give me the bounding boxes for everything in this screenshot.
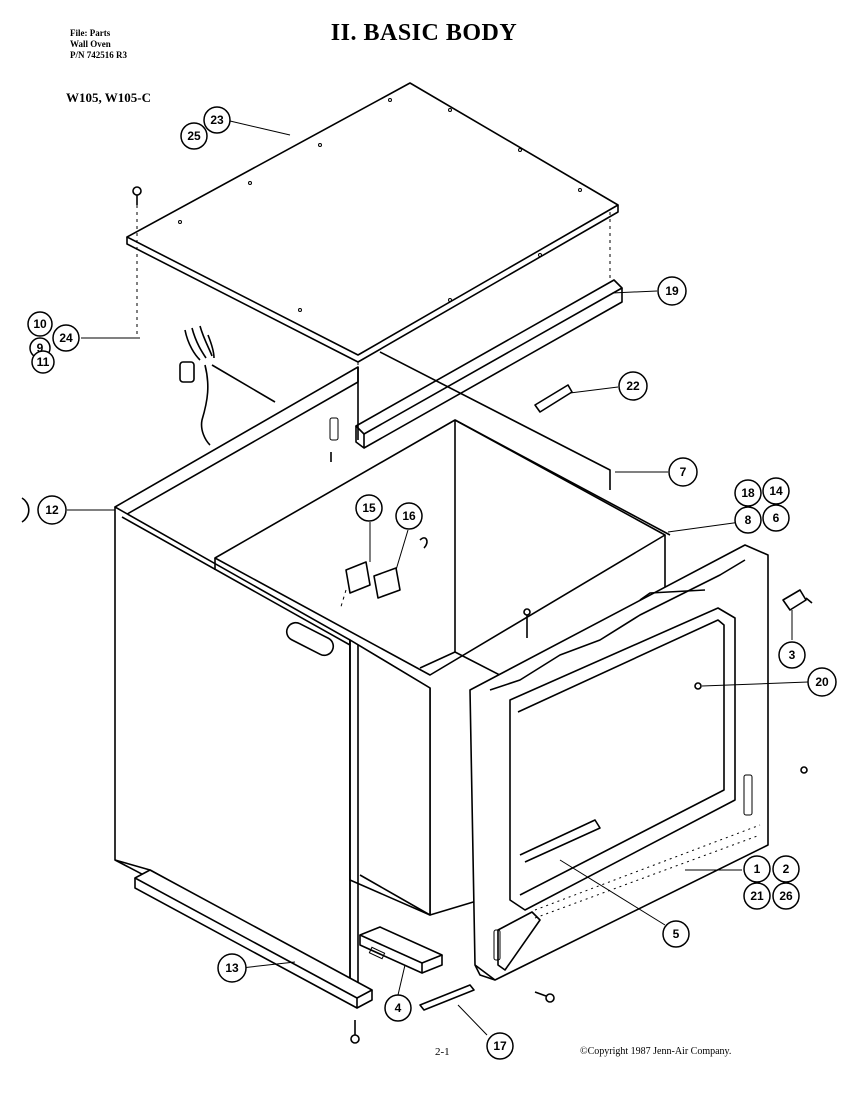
svg-text:15: 15 (362, 501, 376, 515)
screw-part (350, 1020, 360, 1044)
callout-1: 1 (743, 855, 771, 883)
callout-4: 4 (384, 994, 412, 1022)
callout-25: 25 (180, 122, 208, 150)
model-numbers: W105, W105-C (66, 90, 151, 105)
clipped-callout-fragment (21, 497, 30, 523)
callout-7: 7 (668, 457, 698, 487)
callout-22: 22 (618, 371, 648, 401)
callout-19: 19 (657, 276, 687, 306)
svg-text:8: 8 (745, 513, 752, 527)
callout-10: 10 (27, 311, 53, 337)
screw-part (800, 766, 808, 774)
svg-text:6: 6 (773, 511, 780, 525)
svg-text:13: 13 (225, 961, 239, 975)
callout-12: 12 (37, 495, 67, 525)
callout-14: 14 (762, 477, 790, 505)
svg-text:18: 18 (741, 486, 755, 500)
front-rail-part (359, 926, 443, 974)
wire-harness-part (179, 325, 276, 446)
page-title: II. BASIC BODY (330, 20, 518, 46)
svg-text:9: 9 (37, 341, 44, 355)
svg-text:23: 23 (210, 113, 224, 127)
svg-text:26: 26 (779, 889, 793, 903)
bracket-part (534, 384, 573, 413)
screw-part (523, 608, 531, 638)
callout-11: 11 (31, 350, 55, 374)
svg-text:17: 17 (493, 1039, 507, 1053)
svg-text:5: 5 (673, 927, 680, 941)
callout-8: 8 (734, 506, 762, 534)
callout-17: 17 (486, 1032, 514, 1060)
part-number-label: P/N 742516 R3 (70, 50, 127, 60)
callout-26: 26 (772, 882, 800, 910)
oven-body-part (114, 351, 671, 996)
svg-text:10: 10 (33, 317, 47, 331)
callout-16: 16 (395, 502, 423, 530)
switch-part (782, 589, 813, 611)
svg-text:21: 21 (750, 889, 764, 903)
page-number: 2-1 (435, 1046, 450, 1058)
screw-part (132, 186, 142, 205)
svg-text:7: 7 (680, 465, 687, 479)
svg-text:19: 19 (665, 284, 679, 298)
relay-part (339, 537, 428, 611)
callout-13: 13 (217, 953, 247, 983)
callout-6: 6 (762, 504, 790, 532)
front-frame-part (469, 544, 769, 981)
svg-text:16: 16 (402, 509, 416, 523)
svg-text:12: 12 (45, 503, 59, 517)
screw-part (534, 991, 555, 1003)
product-label: Wall Oven (70, 39, 111, 49)
svg-text:1: 1 (754, 862, 761, 876)
svg-text:24: 24 (59, 331, 73, 345)
svg-text:4: 4 (395, 1001, 402, 1015)
callout-3: 3 (778, 641, 806, 669)
bottom-rail-part (134, 869, 373, 1009)
file-label: File: Parts (70, 28, 111, 38)
callout-20: 20 (807, 667, 837, 697)
callout-23: 23 (203, 106, 231, 134)
callout-5: 5 (662, 920, 690, 948)
callout-15: 15 (355, 494, 383, 522)
svg-text:20: 20 (815, 675, 829, 689)
strip-part (419, 984, 475, 1011)
callout-24: 24 (52, 324, 80, 352)
svg-text:22: 22 (626, 379, 640, 393)
svg-text:2: 2 (783, 862, 790, 876)
callout-2: 2 (772, 855, 800, 883)
svg-text:11: 11 (37, 355, 50, 369)
svg-text:25: 25 (187, 129, 201, 143)
svg-text:14: 14 (769, 484, 783, 498)
callout-18: 18 (734, 479, 762, 507)
callout-21: 21 (743, 882, 771, 910)
svg-text:3: 3 (789, 648, 796, 662)
copyright-notice: ©Copyright 1987 Jenn-Air Company. (580, 1046, 732, 1057)
fastener-part (694, 682, 702, 690)
